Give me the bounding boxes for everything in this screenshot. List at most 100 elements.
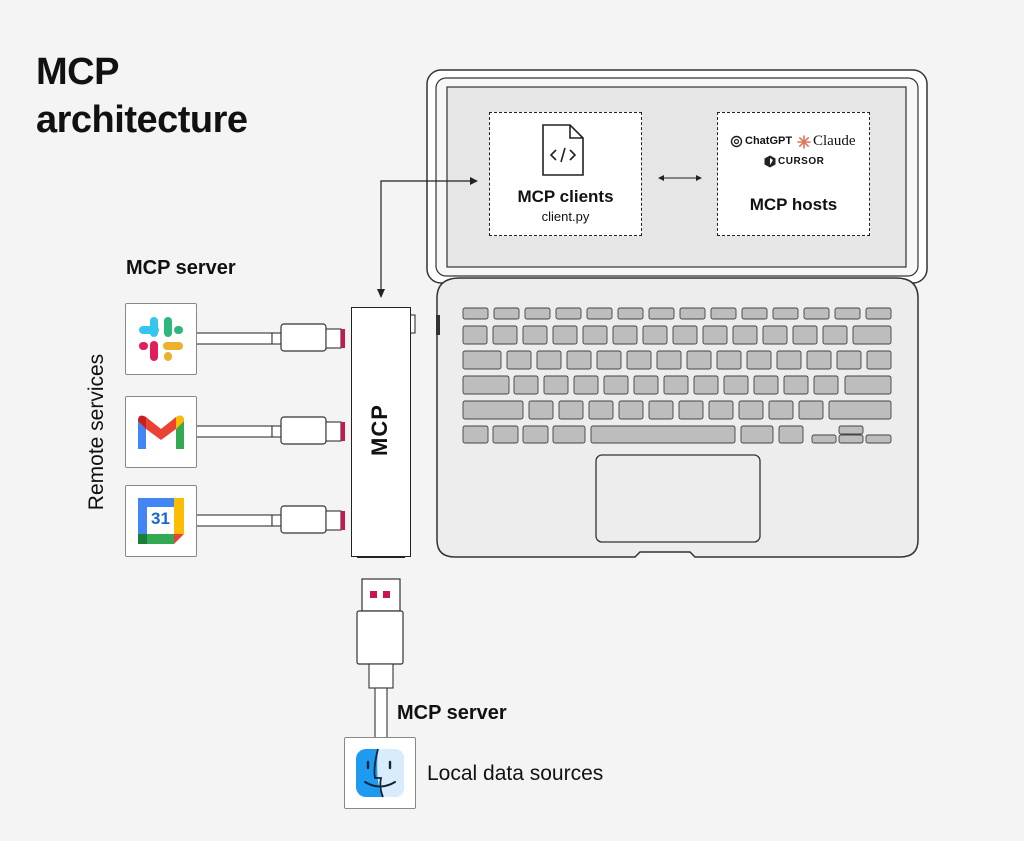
keyboard-key bbox=[792, 325, 818, 345]
keyboard-key bbox=[506, 350, 532, 370]
page-title: MCP architecture bbox=[36, 48, 248, 144]
keyboard-key bbox=[663, 375, 689, 395]
keyboard-key bbox=[566, 350, 592, 370]
keyboard-key bbox=[693, 375, 719, 395]
keyboard-key bbox=[492, 325, 518, 345]
claude-brand: Claude bbox=[813, 133, 856, 149]
keyboard-key bbox=[866, 350, 892, 370]
keyboard-key bbox=[772, 307, 799, 320]
keyboard-key bbox=[679, 307, 706, 320]
keyboard-key bbox=[524, 307, 551, 320]
cable-gmail bbox=[195, 416, 345, 445]
keyboard-key bbox=[528, 400, 554, 420]
keyboard-key bbox=[732, 325, 758, 345]
keyboard-key bbox=[716, 350, 742, 370]
keyboard-key bbox=[844, 375, 892, 395]
keyboard-key bbox=[852, 325, 892, 345]
keyboard-key bbox=[834, 307, 861, 320]
chatgpt-icon bbox=[730, 135, 743, 148]
keyboard bbox=[462, 307, 892, 444]
keyboard-key bbox=[738, 400, 764, 420]
keyboard-key bbox=[708, 400, 734, 420]
keyboard-key bbox=[828, 400, 892, 420]
mcp-clients-box[interactable]: MCP clients client.py bbox=[489, 112, 642, 236]
title-line-1: MCP bbox=[36, 51, 119, 93]
keyboard-key bbox=[648, 307, 675, 320]
keyboard-key bbox=[806, 350, 832, 370]
keyboard-key bbox=[686, 350, 712, 370]
keyboard-key bbox=[626, 350, 652, 370]
keyboard-key bbox=[822, 325, 848, 345]
keyboard-key bbox=[672, 325, 698, 345]
finder-icon bbox=[356, 748, 404, 798]
keyboard-key bbox=[768, 400, 794, 420]
laptop-base bbox=[436, 277, 919, 558]
keyboard-key bbox=[633, 375, 659, 395]
keyboard-key bbox=[588, 400, 614, 420]
code-file-icon bbox=[542, 124, 584, 176]
keyboard-key bbox=[798, 400, 824, 420]
keyboard-key bbox=[543, 375, 569, 395]
keyboard-key bbox=[723, 375, 749, 395]
keyboard-key bbox=[762, 325, 788, 345]
google-calendar-icon bbox=[138, 498, 184, 544]
keyboard-key bbox=[462, 350, 502, 370]
keyboard-key bbox=[746, 350, 772, 370]
slack-icon bbox=[139, 317, 183, 361]
mcp-clients-title: MCP clients bbox=[517, 187, 614, 206]
keyboard-key bbox=[838, 425, 864, 435]
cable-slack bbox=[195, 323, 345, 352]
keyboard-key bbox=[582, 325, 608, 345]
keyboard-key bbox=[865, 434, 892, 444]
keyboard-key bbox=[678, 400, 704, 420]
keyboard-key bbox=[838, 434, 864, 444]
remote-services-label: Remote services bbox=[85, 353, 108, 511]
keyboard-key bbox=[776, 350, 802, 370]
mcp-server-label-bottom: MCP server bbox=[397, 702, 507, 724]
keyboard-key bbox=[555, 307, 582, 320]
keyboard-key bbox=[462, 307, 489, 320]
mcp-hosts-title: MCP hosts bbox=[749, 195, 838, 214]
keyboard-key bbox=[462, 375, 510, 395]
keyboard-key bbox=[648, 400, 674, 420]
finder-service[interactable] bbox=[344, 737, 416, 809]
mcp-hub-label: MCP bbox=[367, 404, 392, 456]
keyboard-key bbox=[462, 325, 488, 345]
keyboard-key bbox=[522, 325, 548, 345]
trackpad bbox=[595, 454, 761, 543]
keyboard-key bbox=[558, 400, 584, 420]
keyboard-key bbox=[552, 325, 578, 345]
keyboard-key bbox=[753, 375, 779, 395]
keyboard-key bbox=[811, 434, 837, 444]
keyboard-key bbox=[778, 425, 804, 444]
calendar-service[interactable]: 31 bbox=[125, 485, 197, 557]
keyboard-key bbox=[710, 307, 737, 320]
keyboard-key bbox=[573, 375, 599, 395]
cursor-brand: CURSOR bbox=[778, 156, 825, 167]
claude-icon bbox=[797, 135, 811, 149]
keyboard-key bbox=[803, 307, 830, 320]
mcp-clients-file: client.py bbox=[541, 209, 590, 224]
keyboard-key bbox=[618, 400, 644, 420]
mcp-hosts-box[interactable]: ChatGPT Claude CURSOR MCP hosts bbox=[717, 112, 870, 236]
keyboard-key bbox=[612, 325, 638, 345]
keyboard-key bbox=[513, 375, 539, 395]
usb-cable-local bbox=[356, 578, 404, 739]
title-line-2: architecture bbox=[36, 99, 248, 141]
gmail-service[interactable] bbox=[125, 396, 197, 468]
slack-service[interactable] bbox=[125, 303, 197, 375]
keyboard-key bbox=[462, 425, 489, 444]
mcp-hub[interactable] bbox=[351, 307, 411, 557]
keyboard-key bbox=[552, 425, 586, 444]
keyboard-key bbox=[813, 375, 839, 395]
keyboard-key bbox=[590, 425, 736, 444]
keyboard-key bbox=[522, 425, 549, 444]
keyboard-key bbox=[586, 307, 613, 320]
local-data-sources-label: Local data sources bbox=[427, 762, 604, 785]
keyboard-key bbox=[740, 425, 774, 444]
keyboard-key bbox=[656, 350, 682, 370]
keyboard-key bbox=[536, 350, 562, 370]
keyboard-key bbox=[462, 400, 524, 420]
keyboard-key bbox=[492, 425, 519, 444]
calendar-day-number: 31 bbox=[151, 509, 170, 528]
